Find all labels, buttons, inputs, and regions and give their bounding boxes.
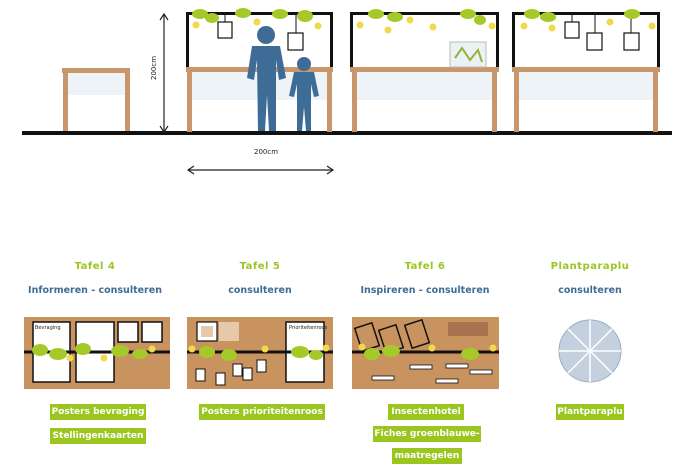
hanging-card xyxy=(564,21,580,39)
station-title-tafel-5: Tafel 5 xyxy=(239,261,281,272)
table-6-front xyxy=(512,9,660,132)
plant-umbrella-topview xyxy=(558,319,622,383)
station-subtitle-plantparaplu: consulteren xyxy=(558,285,622,296)
adult-figure xyxy=(247,26,286,131)
board-tafel-5 xyxy=(187,317,333,389)
height-label: 200cm xyxy=(150,55,158,81)
station-subtitle-tafel-6: Inspireren - consulteren xyxy=(360,285,490,296)
tag-posters-bevraging: Posters bevraging xyxy=(50,404,146,420)
board-tafel-4 xyxy=(24,317,170,389)
table-5-front xyxy=(350,9,499,132)
hanging-card xyxy=(586,32,603,51)
hanging-card xyxy=(623,32,640,51)
station-subtitle-tafel-5: consulteren xyxy=(228,285,292,296)
insect-hotel-box xyxy=(449,41,487,68)
station-title-tafel-6: Tafel 6 xyxy=(404,261,446,272)
station-title-tafel-4: Tafel 4 xyxy=(74,261,116,272)
tag-stellingenkaarten: Stellingenkaarten xyxy=(50,428,146,444)
tag-maatregelen: maatregelen xyxy=(392,448,462,464)
width-dimension xyxy=(186,165,335,175)
station-title-plantparaplu: Plantparaplu xyxy=(550,261,630,272)
height-dimension xyxy=(159,12,169,134)
width-label: 200cm xyxy=(253,148,279,156)
poster-label-bevraging: Bevraging xyxy=(35,325,61,331)
board-tafel-6 xyxy=(352,317,499,389)
hanging-card xyxy=(287,32,304,51)
hanging-card xyxy=(217,21,233,39)
tag-posters-prioriteitenroos: Posters prioriteitenroos xyxy=(199,404,325,420)
poster-label-prioriteitenroos: Prioriteitenroos xyxy=(289,325,328,331)
ground-line xyxy=(22,131,672,135)
station-subtitle-tafel-4: Informeren - consulteren xyxy=(28,285,162,296)
tag-insectenhotel: Insectenhotel xyxy=(388,404,464,420)
tag-fiches-groenblauwe: Fiches groenblauwe- xyxy=(373,426,481,442)
child-figure xyxy=(289,57,319,131)
tag-plantparaplu: Plantparaplu xyxy=(556,404,624,420)
small-table xyxy=(62,68,130,131)
